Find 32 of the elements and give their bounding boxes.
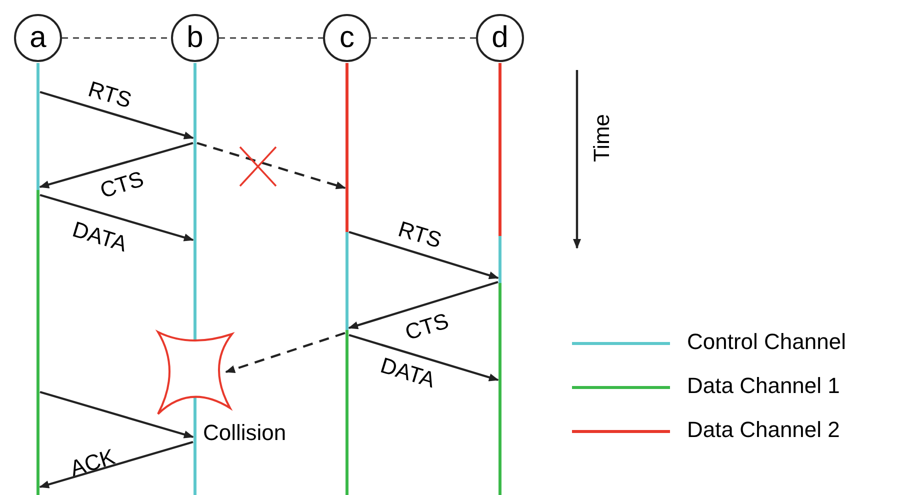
connector-line — [219, 37, 323, 39]
collision-star — [157, 331, 233, 415]
participant-circle: c — [323, 14, 371, 62]
arrow — [40, 390, 194, 438]
arrow — [225, 332, 346, 374]
arrow — [40, 90, 194, 140]
arrow — [348, 280, 498, 330]
edge-label: RTS — [85, 76, 134, 114]
edge-label: ACK — [67, 444, 118, 482]
participant-circle: b — [171, 14, 219, 62]
arrow — [348, 230, 499, 280]
edge-label: DATA — [377, 352, 438, 394]
participant-circle: d — [476, 14, 524, 62]
edge-label: RTS — [395, 216, 444, 254]
legend-label: Control Channel — [687, 329, 846, 355]
arrow — [196, 142, 346, 190]
lifeline — [36, 63, 40, 495]
lifeline — [498, 63, 502, 495]
edge-label: CTS — [402, 308, 452, 346]
connector-line — [371, 37, 476, 39]
legend-label: Data Channel 1 — [687, 373, 840, 399]
collision-label: Collision — [203, 420, 286, 446]
arrow — [348, 334, 499, 382]
arrow — [39, 142, 194, 188]
legend-label: Data Channel 2 — [687, 417, 840, 443]
axis-label: Time — [589, 114, 616, 162]
edge-label: CTS — [97, 166, 147, 204]
lifeline — [346, 63, 348, 495]
arrow — [40, 194, 194, 242]
arrow — [39, 440, 194, 488]
participant-circle: a — [14, 14, 62, 62]
edge-label: DATA — [69, 216, 130, 258]
